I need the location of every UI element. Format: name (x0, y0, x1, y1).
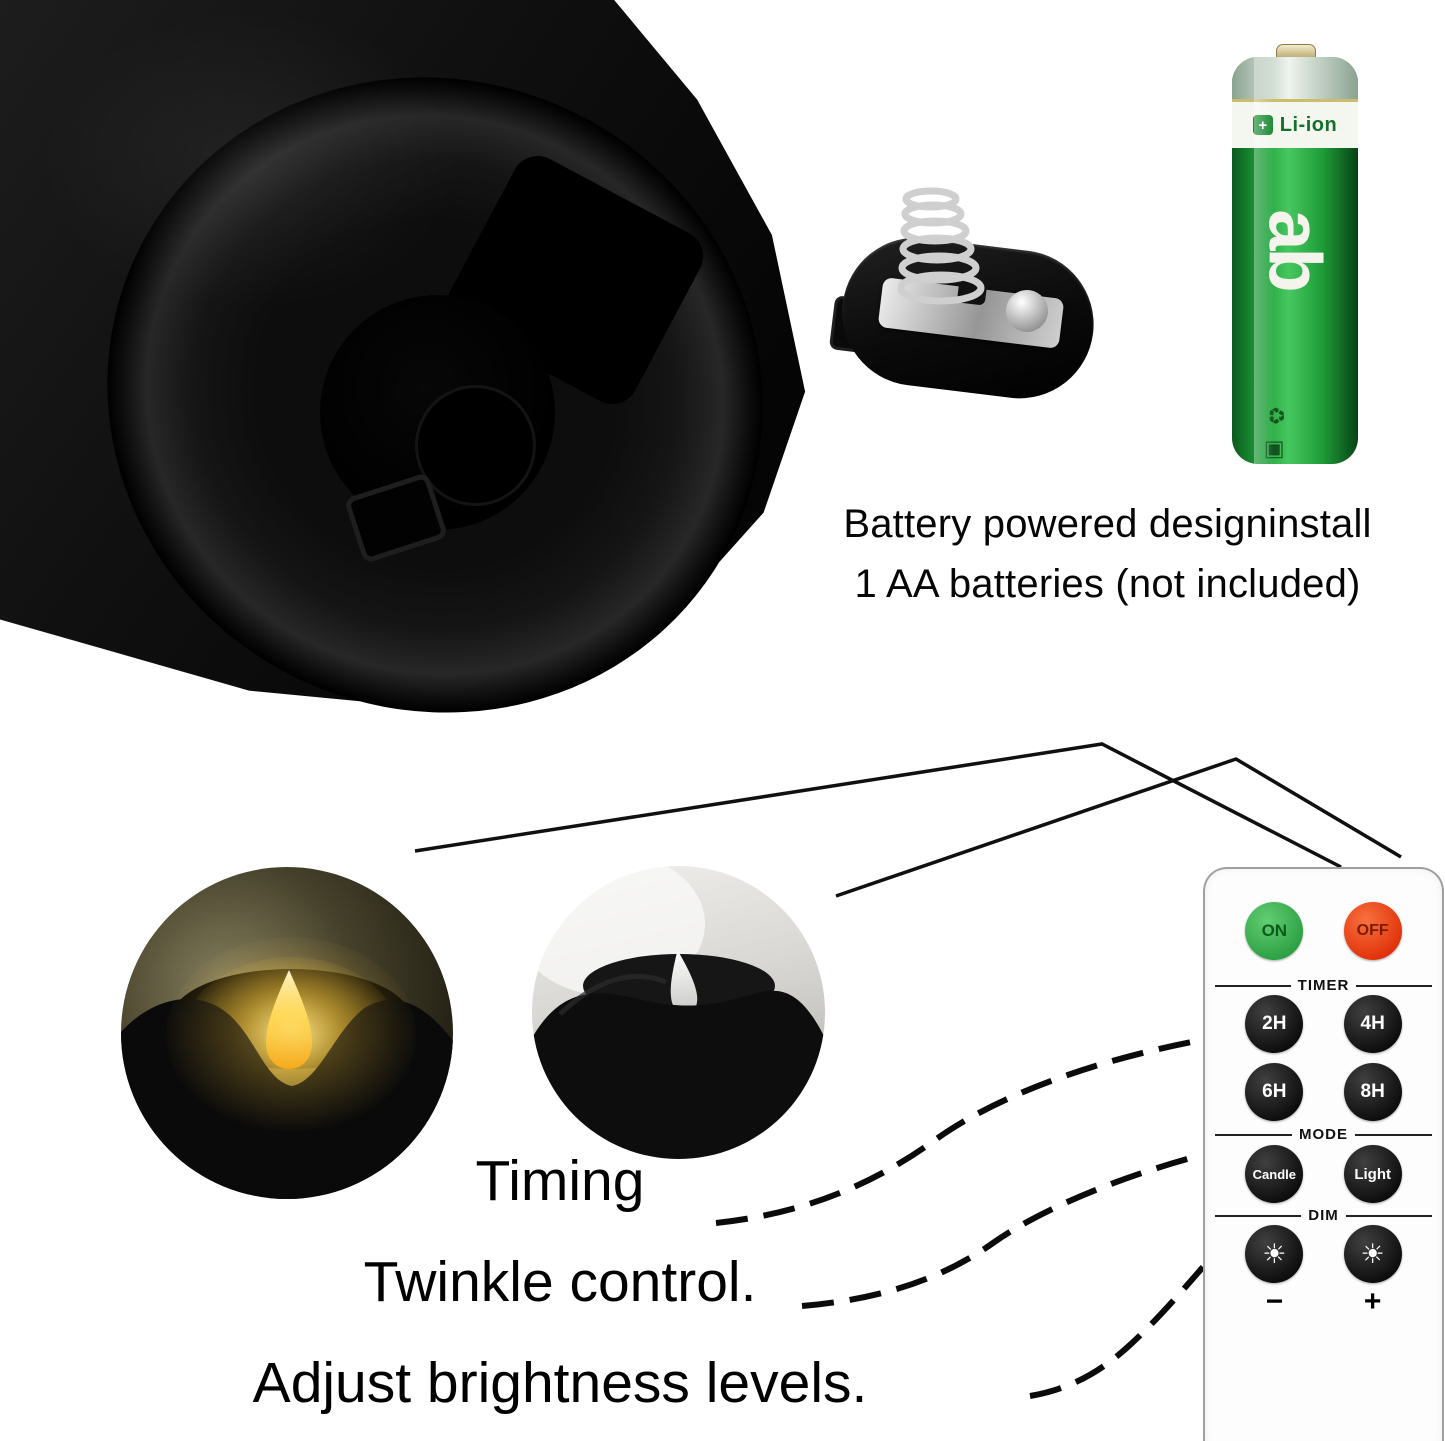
dim-plus-label: + (1363, 1285, 1382, 1318)
mode-section-label: MODE (1299, 1126, 1348, 1143)
battery-spring-icon (897, 187, 985, 305)
battery-caption-line1: Battery powered designinstall (843, 502, 1372, 546)
remote-dim-up-button: ☀ (1343, 1225, 1402, 1283)
battery-caption-line2: 1 AA batteries (not included) (854, 562, 1361, 606)
battery-caption: Battery powered designinstall 1 AA batte… (770, 494, 1445, 614)
dim-minus-label: − (1265, 1285, 1284, 1318)
unlit-candle-illustration (532, 866, 825, 1159)
divider-line (1215, 984, 1291, 987)
lit-candle-illustration (121, 867, 453, 1199)
unlit-candle-inset (532, 866, 825, 1159)
feature-timing: Timing (475, 1149, 645, 1213)
dim-section-label: DIM (1308, 1207, 1339, 1224)
battery-chemistry-label: Li-ion (1279, 113, 1338, 136)
divider-line (1356, 984, 1433, 987)
battery-body: + Li-ion ab ♻ ▣ (1232, 57, 1358, 464)
brightness-icon: ☀ (1360, 1238, 1385, 1269)
brightness-icon: ☀ (1262, 1238, 1287, 1269)
timer-section-label: TIMER (1297, 977, 1350, 994)
battery-label-band: + Li-ion (1232, 102, 1358, 148)
feature-twinkle: Twinkle control. (363, 1249, 757, 1314)
remote-timer-2h-button: 2H (1245, 995, 1304, 1053)
divider-line (1215, 1133, 1292, 1136)
timer-section-divider: TIMER (1215, 977, 1433, 994)
candle-bottom-photo (0, 0, 865, 817)
remote-timer-6h-button: 6H (1245, 1063, 1304, 1121)
battery-sheen (1254, 57, 1274, 464)
divider-line (1355, 1133, 1432, 1136)
remote-candle-mode-button: Candle (1245, 1145, 1304, 1203)
candle-highlight (40, 10, 460, 310)
battery-cap-band (1232, 57, 1358, 102)
remote-timer-4h-button: 4H (1343, 995, 1402, 1053)
remote-off-button: OFF (1343, 902, 1402, 960)
remote-control: ON OFF TIMER 2H 4H 6H 8H MODE Candle Lig… (1203, 867, 1444, 1441)
mode-section-divider: MODE (1215, 1126, 1432, 1143)
dim-section-divider: DIM (1215, 1207, 1432, 1224)
remote-dim-down-button: ☀ (1245, 1225, 1304, 1283)
remote-timer-8h-button: 8H (1343, 1063, 1402, 1121)
divider-line (1345, 1214, 1432, 1217)
aa-battery-photo: + Li-ion ab ♻ ▣ (1232, 44, 1358, 464)
lit-candle-inset (121, 867, 453, 1199)
plus-icon: + (1252, 115, 1273, 135)
remote-light-mode-button: Light (1343, 1145, 1402, 1203)
feature-list: Timing Twinkle control. Adjust brightnes… (40, 1149, 1080, 1441)
feature-brightness: Adjust brightness levels. (252, 1350, 868, 1415)
battery-compartment-hole (415, 385, 536, 506)
remote-on-button: ON (1245, 902, 1304, 960)
divider-line (1215, 1214, 1302, 1217)
battery-door-photo (828, 187, 1108, 416)
